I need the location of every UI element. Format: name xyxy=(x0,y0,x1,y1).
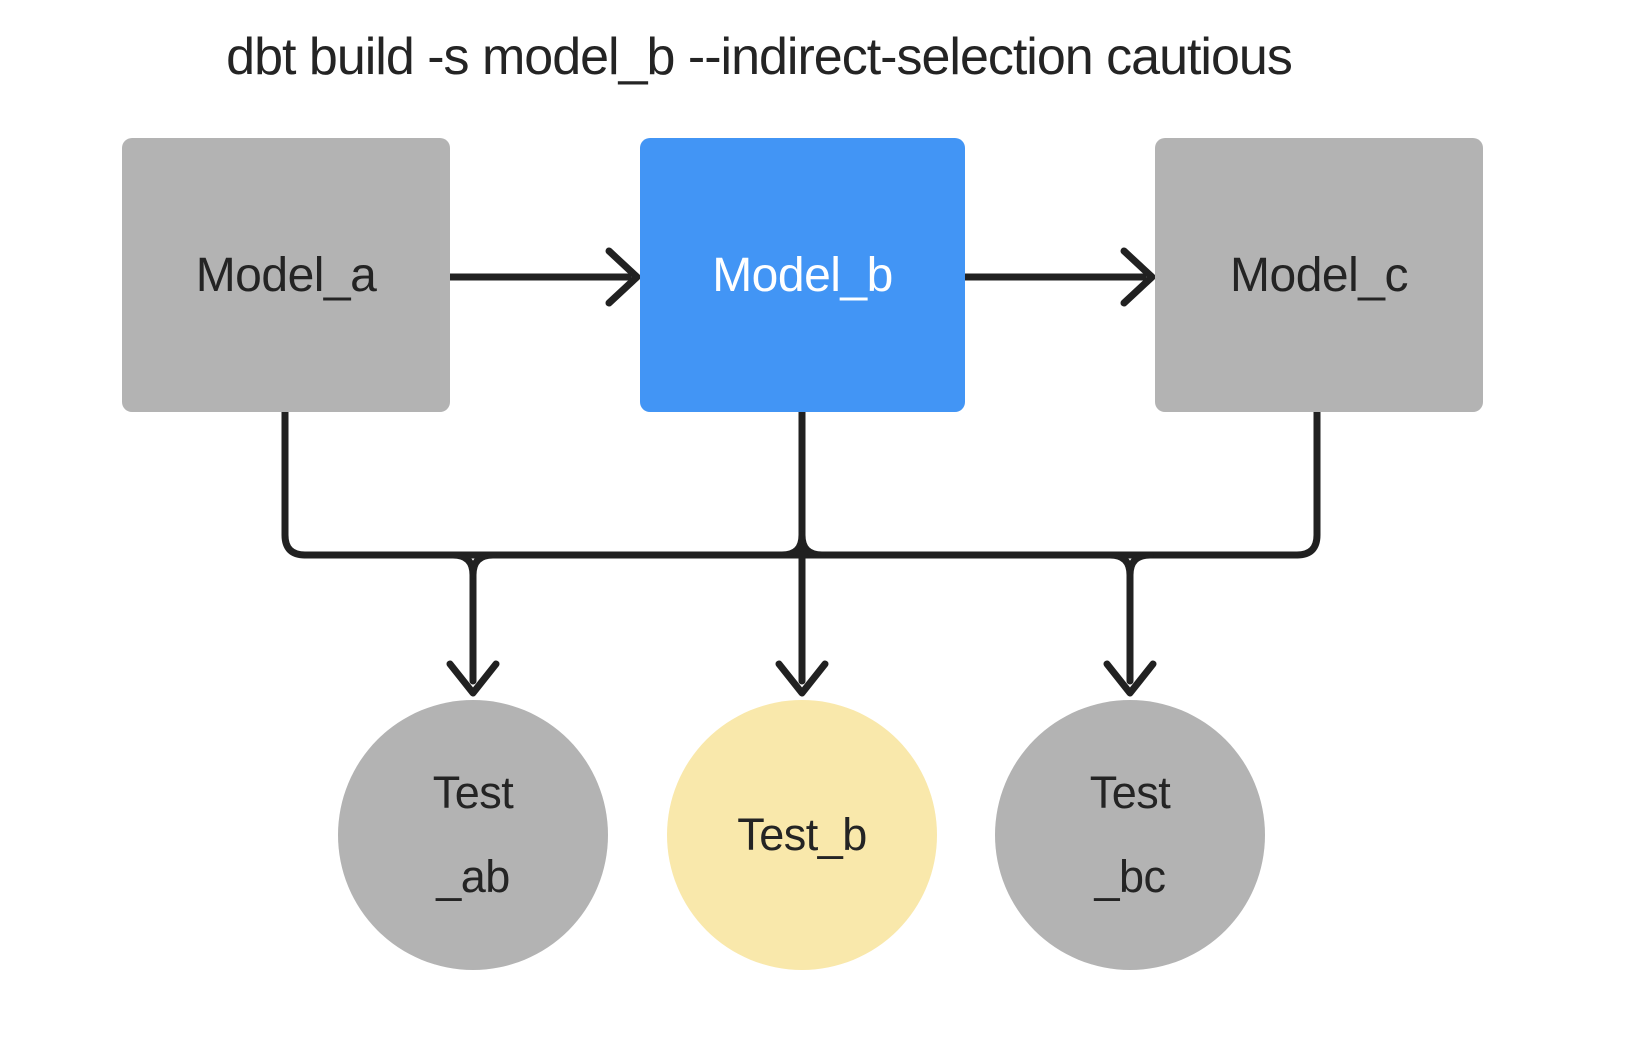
arrowhead-into-test-ab xyxy=(446,660,500,697)
arrowhead-into-model-b xyxy=(605,247,641,307)
drop-from-model-c xyxy=(1293,408,1321,559)
node-test-ab-label-line2: _ab xyxy=(436,851,510,902)
node-model-b-label: Model_b xyxy=(712,248,893,302)
node-model-b: Model_b xyxy=(640,138,965,412)
node-model-a-label: Model_a xyxy=(195,248,377,302)
node-model-c: Model_c xyxy=(1155,138,1483,412)
drop-from-model-a xyxy=(281,408,309,559)
node-test-bc-label-line1: Test xyxy=(1089,767,1171,818)
fork-fillet-test-ab-right xyxy=(469,551,497,579)
fork-fillet-test-bc-right xyxy=(1126,551,1154,579)
node-test-bc-label-line2: _bc xyxy=(1094,851,1166,902)
arrowhead-into-model-c xyxy=(1120,247,1156,307)
node-model-a: Model_a xyxy=(122,138,450,412)
node-test-ab: Test _ab xyxy=(338,700,608,970)
node-test-b: Test_b xyxy=(667,700,937,970)
bus-fillet-center-right xyxy=(798,531,826,559)
node-test-b-label-line1: Test_b xyxy=(737,809,867,860)
node-model-c-label: Model_c xyxy=(1230,248,1408,302)
arrowhead-into-test-bc xyxy=(1103,660,1157,697)
node-test-bc: Test _bc xyxy=(995,700,1265,970)
diagram-title: dbt build -s model_b --indirect-selectio… xyxy=(226,28,1293,86)
node-test-ab-label-line1: Test xyxy=(432,767,514,818)
arrowhead-into-test-b xyxy=(775,660,829,697)
